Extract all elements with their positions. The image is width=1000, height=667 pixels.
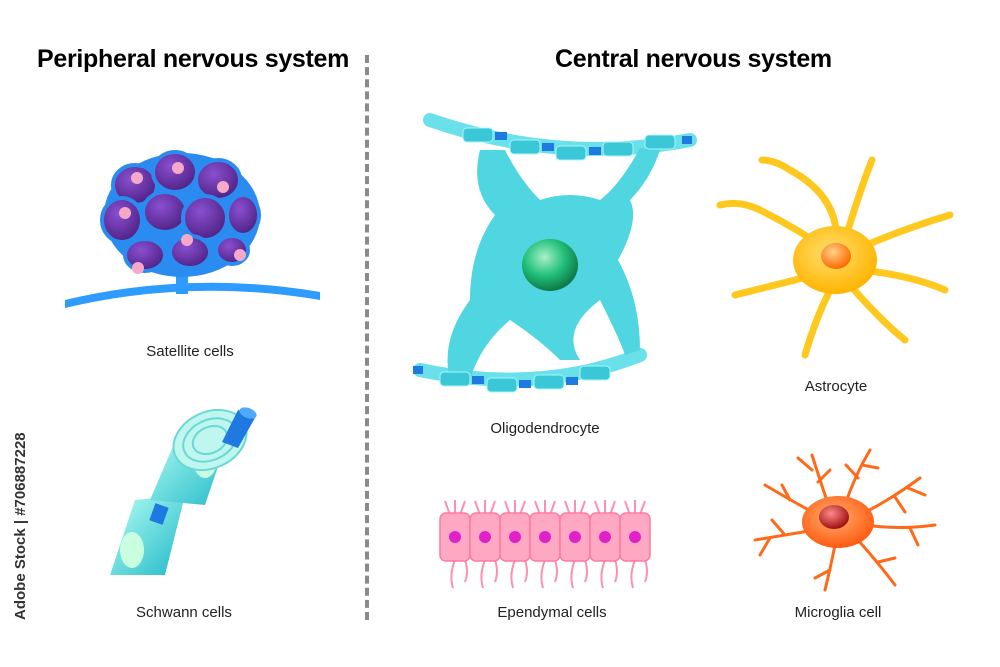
ependymal-cells-caption: Ependymal cells: [497, 604, 607, 621]
astrocyte-illustration: [716, 156, 954, 359]
astrocyte-caption: Astrocyte: [804, 378, 868, 395]
microglia-cell-caption: Microglia cell: [794, 604, 882, 621]
ependymal-cells-illustration: [439, 500, 651, 589]
peripheral-heading: Peripheral nervous system: [37, 45, 350, 73]
microglia-illustration: [753, 448, 937, 592]
satellite-cells-caption: Satellite cells: [146, 343, 234, 360]
central-heading: Central nervous system: [555, 45, 832, 73]
schwann-cells-illustration: [110, 407, 257, 575]
section-divider: [365, 55, 369, 620]
oligodendrocyte-illustration: [413, 113, 697, 393]
satellite-cells-illustration: [65, 150, 320, 308]
schwann-cells-caption: Schwann cells: [136, 604, 232, 621]
oligodendrocyte-caption: Oligodendrocyte: [490, 420, 600, 437]
